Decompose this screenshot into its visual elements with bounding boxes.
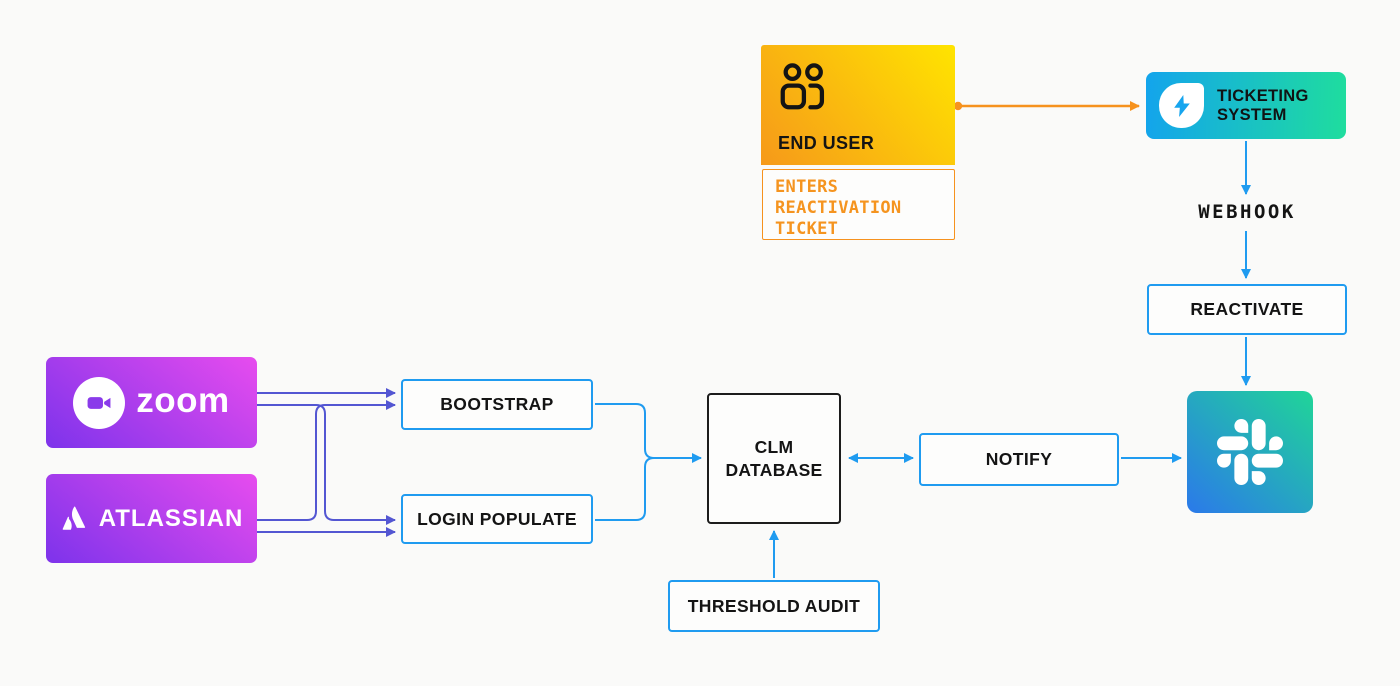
atlassian-node: ATLASSIAN bbox=[46, 474, 257, 563]
notify-node: NOTIFY bbox=[919, 433, 1119, 486]
zoom-wordmark: zoom bbox=[136, 381, 230, 420]
threshold-audit-node: THRESHOLD AUDIT bbox=[668, 580, 880, 632]
slack-logo-icon bbox=[1217, 419, 1283, 485]
ticketing-system-node: TICKETING SYSTEM bbox=[1146, 72, 1346, 139]
atlassian-logo-icon bbox=[62, 506, 85, 530]
users-icon bbox=[780, 63, 825, 110]
atlassian-wordmark: ATLASSIAN bbox=[98, 504, 244, 532]
reactivate-node: REACTIVATE bbox=[1147, 284, 1347, 335]
end-user-note: ENTERS REACTIVATION TICKET bbox=[762, 169, 955, 240]
bootstrap-node: BOOTSTRAP bbox=[401, 379, 593, 430]
zoom-camera-icon bbox=[73, 376, 126, 429]
end-user-node: END USER bbox=[761, 45, 955, 165]
edge-jobs-clm bbox=[595, 403, 702, 521]
zoom-node: zoom bbox=[46, 357, 257, 448]
ticketing-system-title: TICKETING SYSTEM bbox=[1217, 86, 1309, 124]
end-user-title: END USER bbox=[778, 133, 875, 153]
edge-sources-jobs bbox=[257, 388, 396, 537]
slack-node bbox=[1187, 391, 1313, 513]
bolt-icon bbox=[1159, 83, 1204, 128]
edge-enduser-ticketing bbox=[953, 101, 1140, 111]
webhook-label: WEBHOOK bbox=[1198, 201, 1296, 223]
login-populate-node: LOGIN POPULATE bbox=[401, 494, 593, 544]
clm-database-node: CLM DATABASE bbox=[707, 393, 841, 524]
